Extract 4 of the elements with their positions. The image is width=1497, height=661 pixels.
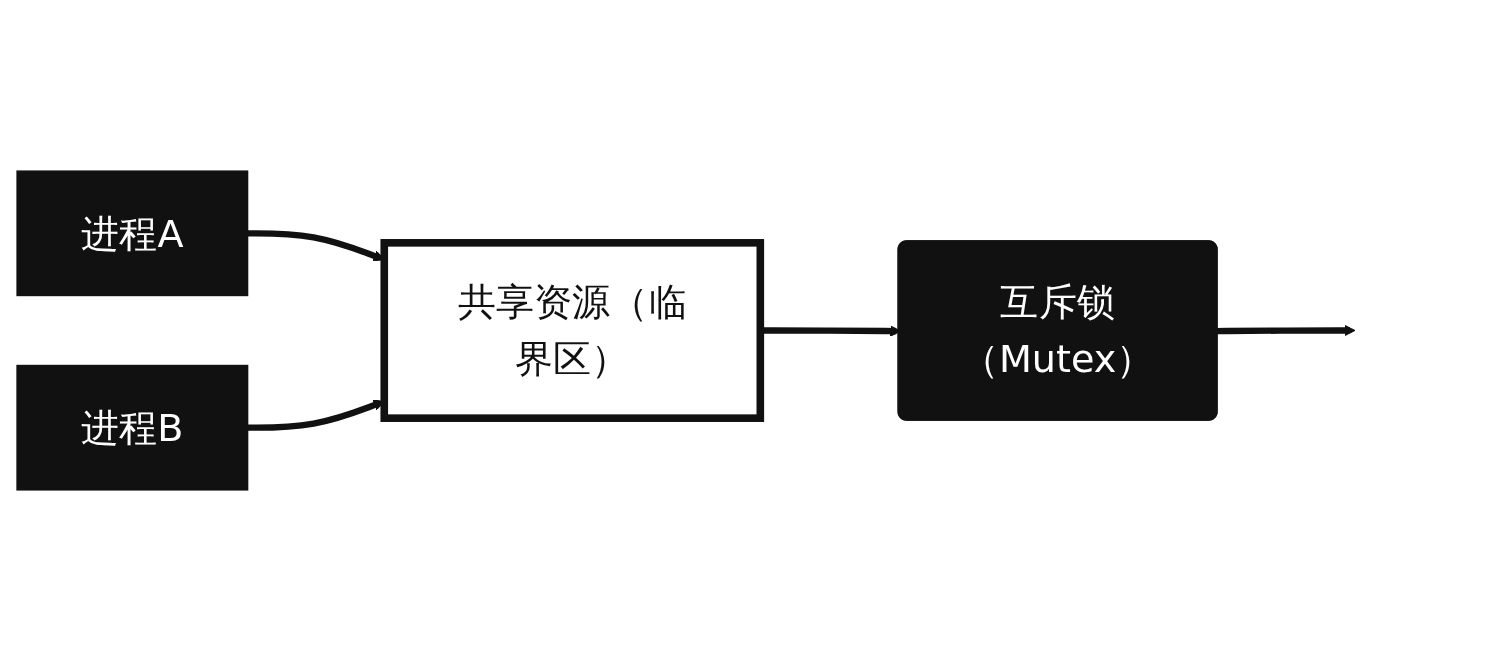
arrow <box>1215 324 1356 337</box>
node-box: 进程A <box>16 170 249 297</box>
node-box: 共享资源（临界区） <box>380 239 765 422</box>
node-box: 进程B <box>16 364 249 491</box>
